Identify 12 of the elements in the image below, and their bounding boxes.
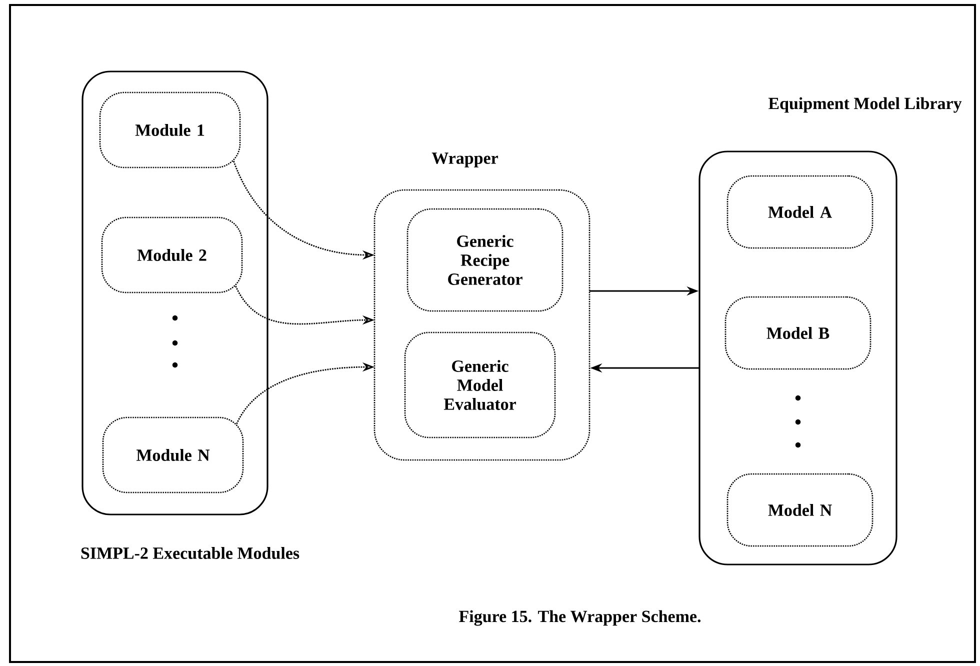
process-box: Model A: [726, 175, 874, 249]
group-heading: Equipment Model Library: [768, 97, 962, 113]
process-box: Model B: [724, 296, 872, 370]
caption: Figure 15. The Wrapper Scheme.: [459, 610, 701, 626]
process-box: Module N: [102, 416, 244, 494]
process-box: Model N: [726, 473, 874, 547]
group-heading: SIMPL-2 Executable Modules: [81, 547, 300, 559]
process-box: Module 2: [101, 216, 243, 294]
process-box: Generic Model Evaluator: [404, 332, 556, 438]
process-box: Module 1: [99, 92, 241, 168]
group-heading: Wrapper: [432, 152, 498, 168]
process-box: Generic Recipe Generator: [406, 208, 564, 312]
